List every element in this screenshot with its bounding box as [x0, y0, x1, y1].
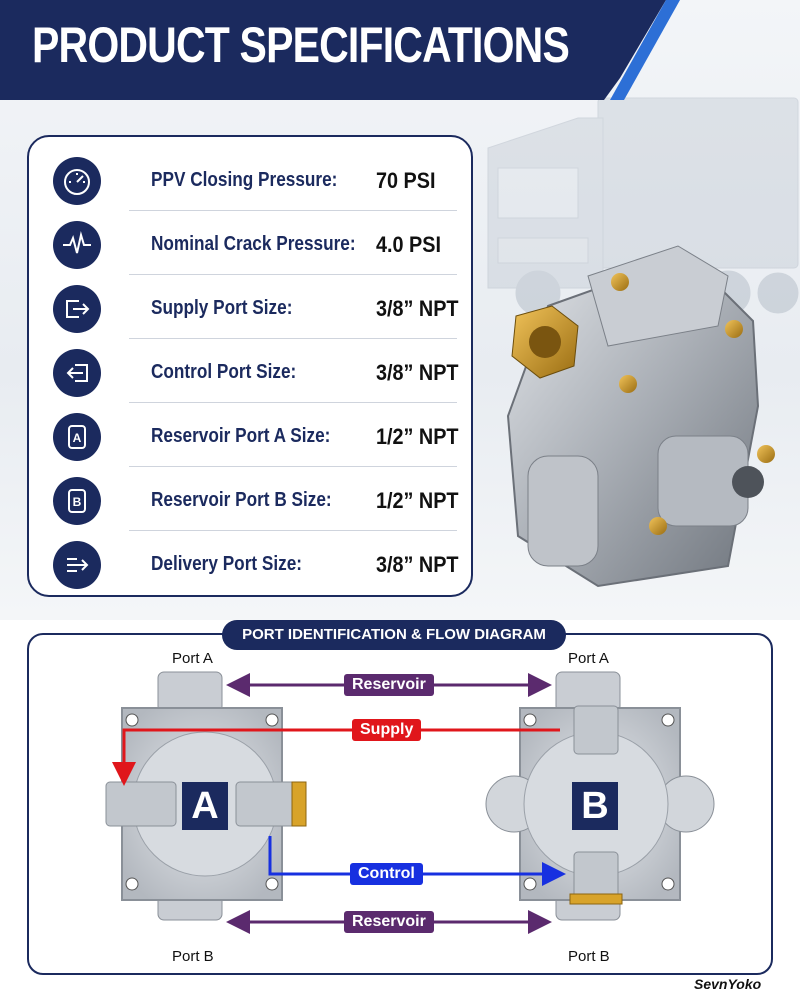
pulse-icon — [53, 221, 101, 269]
spec-label: Reservoir Port B Size: — [151, 489, 332, 511]
spec-row: A Reservoir Port A Size: 1/2” NPT — [49, 405, 459, 467]
row-divider — [129, 210, 457, 211]
svg-text:B: B — [73, 495, 82, 509]
spec-label: Delivery Port Size: — [151, 553, 303, 575]
relay-valve-photo — [506, 245, 775, 588]
row-divider — [129, 530, 457, 531]
row-divider — [129, 466, 457, 467]
delivery-port-icon — [53, 541, 101, 589]
spec-value: 3/8” NPT — [376, 296, 459, 321]
row-divider — [129, 338, 457, 339]
reservoir-top-label: Reservoir — [344, 674, 434, 696]
spec-row: PPV Closing Pressure: 70 PSI — [49, 149, 457, 211]
control-arrow — [268, 836, 566, 886]
truck-background-image — [487, 97, 799, 316]
spec-row: Supply Port Size: 3/8” NPT — [49, 277, 459, 339]
spec-value: 3/8” NPT — [376, 360, 459, 385]
port-out-icon — [53, 285, 101, 333]
diagram-title: PORT IDENTIFICATION & FLOW DIAGRAM — [222, 620, 566, 650]
valve-b-label: B — [572, 782, 618, 830]
svg-text:A: A — [73, 431, 82, 445]
spec-label: Supply Port Size: — [151, 297, 293, 319]
spec-value: 70 PSI — [376, 168, 436, 193]
reservoir-a-icon: A — [53, 413, 101, 461]
valve-a-label: A — [182, 782, 228, 830]
spec-value: 3/8” NPT — [376, 552, 459, 577]
brand-name: SevnYoko — [694, 976, 762, 992]
spec-label: Control Port Size: — [151, 361, 297, 383]
supply-label: Supply — [352, 719, 422, 741]
spec-label: PPV Closing Pressure: — [151, 169, 338, 191]
specifications-card: PPV Closing Pressure: 70 PSI Nominal Cra… — [27, 135, 473, 597]
port-b-right-label: Port B — [568, 948, 610, 965]
row-divider — [129, 274, 457, 275]
port-a-right-label: Port A — [568, 650, 609, 667]
page-title: PRODUCT SPECIFICATIONS — [32, 17, 570, 73]
port-b-left-label: Port B — [172, 948, 214, 965]
spec-value: 1/2” NPT — [376, 424, 459, 449]
header-banner — [0, 0, 680, 100]
reservoir-b-icon: B — [53, 477, 101, 525]
spec-value: 1/2” NPT — [376, 488, 459, 513]
spec-row: B Reservoir Port B Size: 1/2” NPT — [49, 469, 459, 531]
port-in-icon — [53, 349, 101, 397]
gauge-icon — [53, 157, 101, 205]
control-label: Control — [350, 863, 423, 885]
spec-value: 4.0 PSI — [376, 232, 441, 257]
spec-row: Control Port Size: 3/8” NPT — [49, 341, 459, 403]
spec-label: Nominal Crack Pressure: — [151, 233, 356, 255]
spec-row: Nominal Crack Pressure: 4.0 PSI — [49, 213, 457, 275]
spec-row: Delivery Port Size: 3/8” NPT — [49, 533, 459, 595]
spec-label: Reservoir Port A Size: — [151, 425, 331, 447]
reservoir-bottom-label: Reservoir — [344, 911, 434, 933]
port-a-left-label: Port A — [172, 650, 213, 667]
row-divider — [129, 402, 457, 403]
